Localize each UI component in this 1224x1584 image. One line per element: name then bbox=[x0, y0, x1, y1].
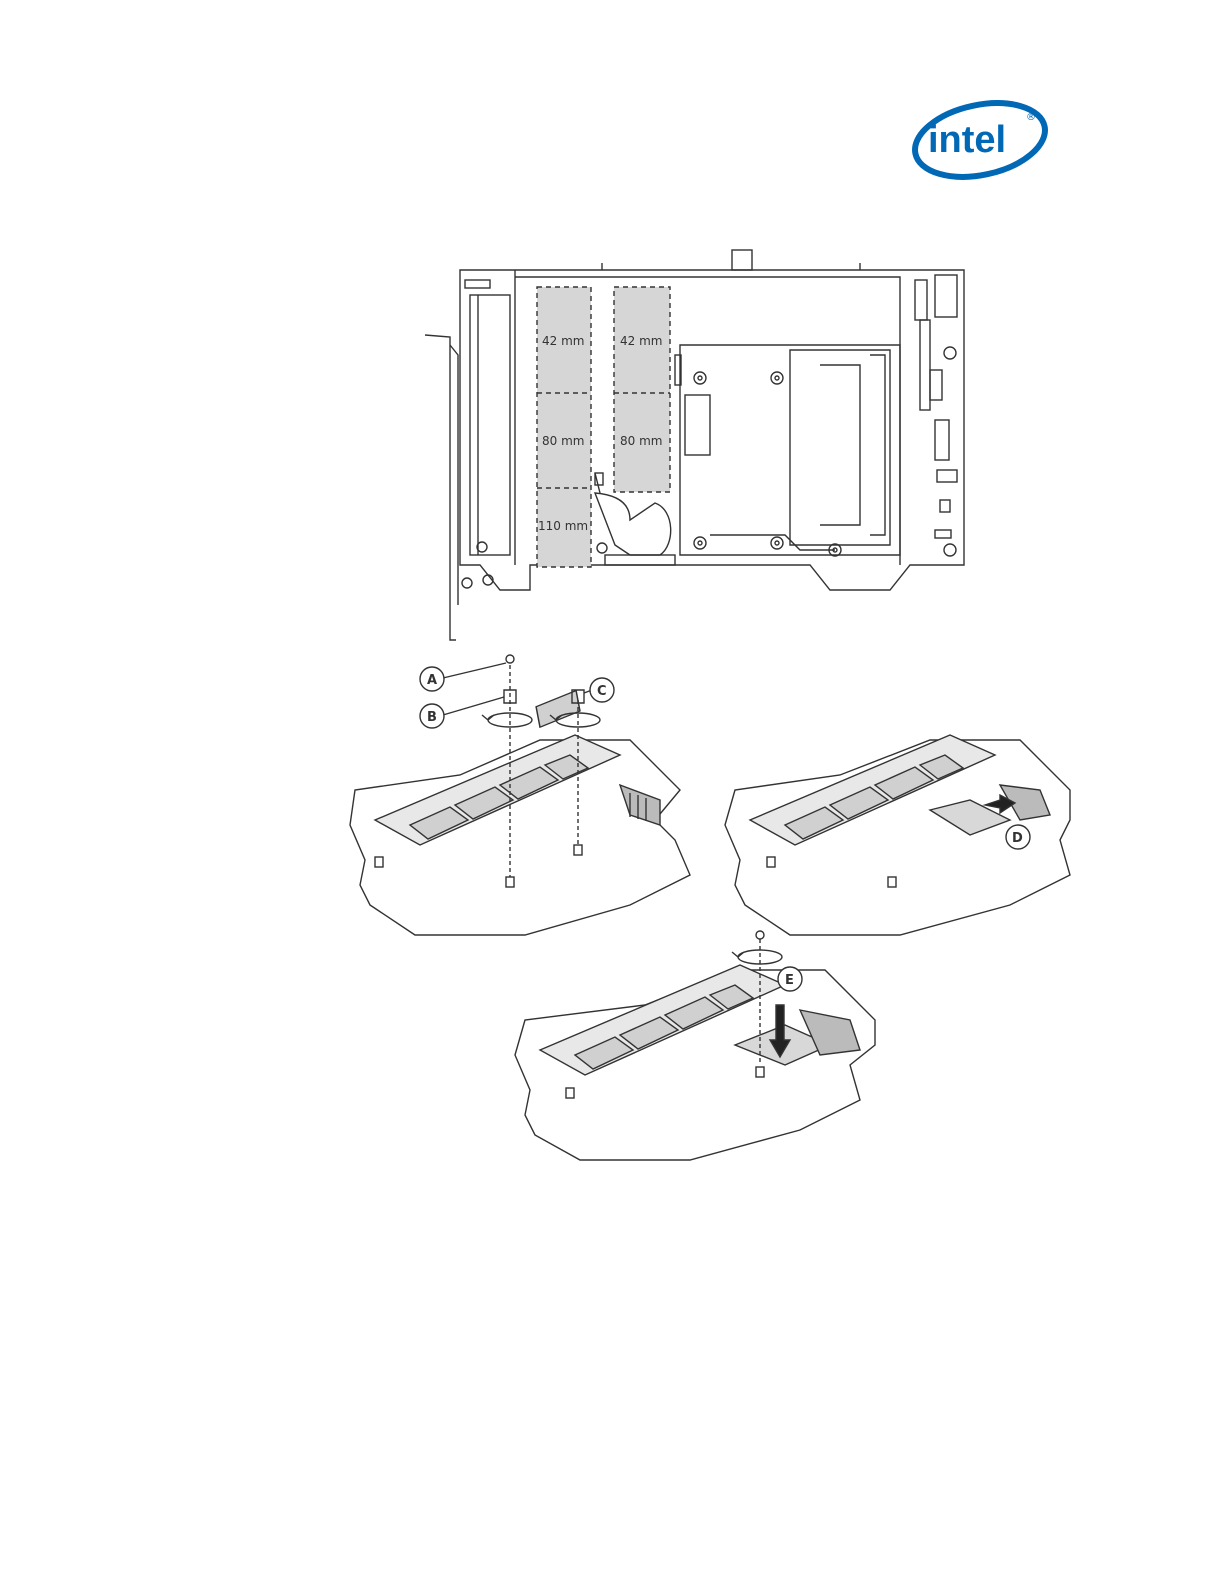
step-secure-screw: E bbox=[515, 931, 875, 1160]
m2-install-diagram: 42 mm 80 mm 110 mm 42 mm 80 mm bbox=[330, 245, 1090, 1175]
card-top-view: 42 mm 80 mm 110 mm 42 mm 80 mm bbox=[425, 250, 964, 640]
slot-label-110mm-left: 110 mm bbox=[538, 519, 588, 533]
callout-e: E bbox=[785, 973, 794, 988]
callout-d: D bbox=[1012, 831, 1023, 846]
callout-c: C bbox=[597, 684, 607, 699]
callout-b: B bbox=[427, 710, 437, 725]
intel-logo: intel ® bbox=[908, 100, 1058, 190]
step-insert-ssd: D bbox=[725, 735, 1070, 935]
slot-label-42mm-left: 42 mm bbox=[542, 334, 584, 348]
callout-a: A bbox=[427, 673, 437, 688]
logo-mark: ® bbox=[1026, 112, 1036, 123]
step-standoff-install: A B C bbox=[350, 655, 690, 935]
slot-label-80mm-right: 80 mm bbox=[620, 434, 662, 448]
slot-label-42mm-right: 42 mm bbox=[620, 334, 662, 348]
slot-label-80mm-left: 80 mm bbox=[542, 434, 584, 448]
logo-text: intel bbox=[928, 119, 1006, 161]
